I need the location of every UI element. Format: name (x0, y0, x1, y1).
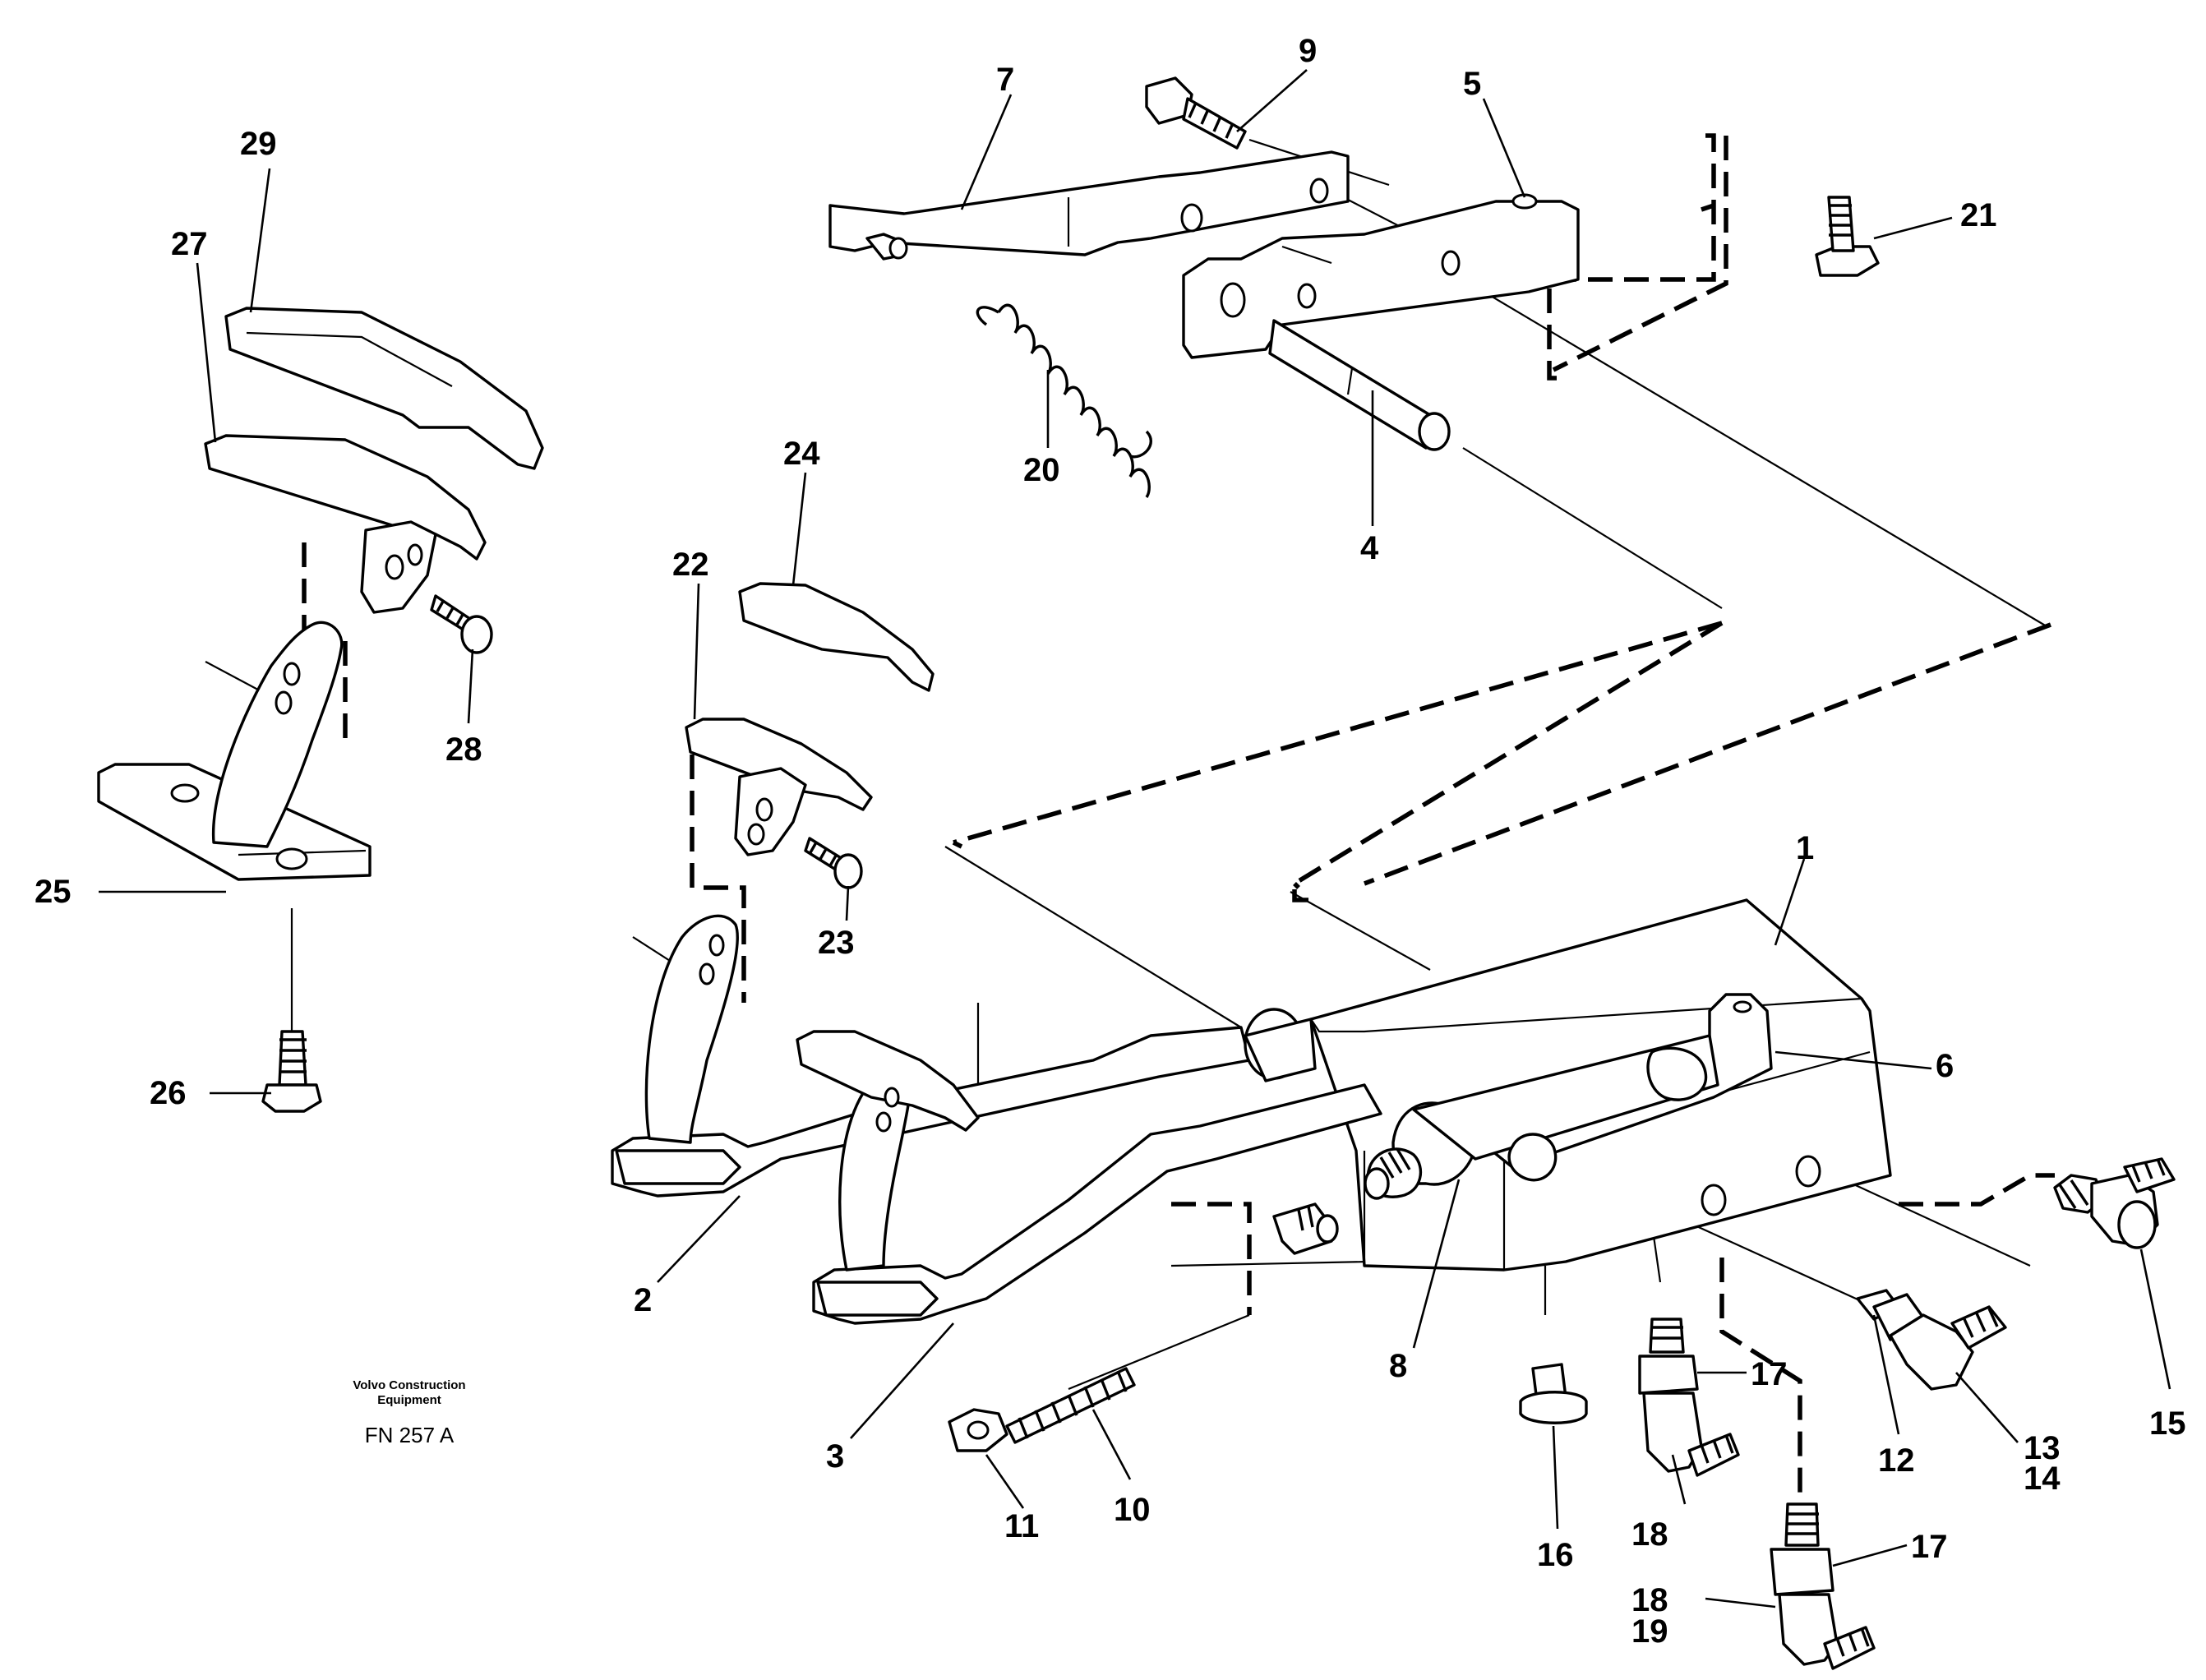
callout-10: 10 (1114, 1492, 1151, 1528)
callout-22: 22 (672, 547, 709, 583)
leader-27 (196, 262, 217, 443)
callout-16: 16 (1537, 1537, 1574, 1573)
dashed-tick (1293, 882, 1300, 889)
leader-2 (657, 1195, 741, 1283)
figure-code: FN 257 A (365, 1423, 455, 1447)
callout-7: 7 (996, 62, 1014, 98)
callout-14: 14 (2024, 1461, 2061, 1497)
part-3-pedal-arm (796, 1030, 1382, 1325)
callout-3: 3 (826, 1438, 844, 1475)
part-24-pad (738, 582, 935, 692)
callout-11: 11 (1004, 1508, 1039, 1544)
callout-19: 19 (1631, 1613, 1668, 1650)
callout-15: 15 (2149, 1405, 2186, 1442)
leader-3 (850, 1322, 954, 1439)
part-26-screw (261, 1030, 322, 1113)
callout-25: 25 (35, 874, 72, 910)
callout-9: 9 (1299, 33, 1317, 69)
callout-4: 4 (1360, 530, 1379, 566)
callout-5: 5 (1463, 66, 1481, 102)
part-28-screw (430, 594, 493, 654)
dashed-return-21 (1552, 136, 1728, 372)
leader-16 (1552, 1425, 1559, 1530)
leader-9 (1236, 69, 1308, 132)
leader-7 (960, 94, 1013, 210)
leader-13 (1955, 1372, 2019, 1443)
callout-6: 6 (1936, 1048, 1954, 1084)
publisher-line-2: Equipment (377, 1393, 441, 1407)
callout-26: 26 (150, 1075, 187, 1111)
leader-8 (1412, 1179, 1461, 1349)
part-5-bracket (1182, 193, 1580, 359)
leader-17-lower (1832, 1544, 1908, 1567)
leader-24 (791, 472, 807, 586)
dashed-line-17 (1719, 1258, 1802, 1504)
dashed-tick2 (952, 840, 963, 849)
leader-18-lower (1705, 1597, 1776, 1608)
assembly-dashed-lines (302, 133, 2055, 1504)
part-23-screw (804, 837, 863, 889)
leader-18-upper (1671, 1454, 1687, 1505)
leader-11 (985, 1454, 1025, 1509)
publisher-line-1: Volvo Construction (353, 1378, 465, 1392)
dashed-line-10 (1171, 1202, 1252, 1315)
callout-8: 8 (1389, 1348, 1407, 1384)
leader-15 (2139, 1248, 2171, 1390)
callout-labels: 1 2 3 4 5 6 7 8 9 10 11 12 13 14 15 16 1… (35, 33, 2186, 1650)
leader-5 (1482, 98, 1526, 198)
leader-29 (249, 168, 271, 313)
leader-10 (1091, 1409, 1132, 1480)
callout-29: 29 (240, 126, 277, 162)
part-15-fitting (2053, 1157, 2176, 1249)
dashed-stub-21 (1701, 203, 1714, 212)
callout-17-lower: 17 (1911, 1529, 1948, 1565)
part-16-plug (1519, 1363, 1588, 1424)
part-10-spring (1005, 1367, 1136, 1444)
callout-24: 24 (783, 436, 820, 472)
callout-28: 28 (445, 732, 482, 768)
part-29-pad (224, 307, 544, 470)
part-17-18-19-lower-fitting (1770, 1502, 1876, 1670)
callout-17-upper: 17 (1751, 1356, 1788, 1392)
dashed-line-6 (1292, 621, 1724, 902)
part-17-18-upper-fitting (1638, 1318, 1740, 1477)
part-7-lever-arm (828, 150, 1350, 261)
part-21-screw (1815, 196, 1880, 277)
part-22-pedal-pad (685, 718, 873, 856)
callout-23: 23 (818, 925, 855, 961)
callout-1: 1 (1796, 830, 1814, 866)
leader-6 (1774, 1050, 1932, 1070)
leader-21 (1873, 216, 1953, 240)
callout-18-upper: 18 (1631, 1516, 1668, 1553)
dashed-line-21 (1547, 133, 1716, 381)
dashed-line-pin (953, 621, 1723, 845)
part-4-pin (1268, 319, 1451, 451)
leader-lines (99, 69, 2171, 1608)
callout-20: 20 (1023, 452, 1060, 488)
part-9-bolt (1145, 76, 1247, 150)
dashed-line-4-to-1 (1364, 622, 2051, 886)
callout-27: 27 (171, 226, 208, 262)
part-12-13-14-fitting (1856, 1289, 2007, 1391)
part-20-spring (976, 303, 1152, 498)
callout-18-lower: 18 (1631, 1582, 1668, 1618)
leader-28 (467, 648, 474, 724)
part-25-base (97, 621, 372, 881)
drawing-caption: Volvo Construction Equipment FN 257 A (353, 1378, 465, 1447)
dashed-line-15 (1899, 1173, 2055, 1207)
part-8-cam-lever (1364, 1034, 1719, 1200)
leader-23 (845, 885, 850, 921)
leader-1 (1774, 858, 1806, 946)
callout-12: 12 (1878, 1442, 1915, 1479)
leader-12 (1872, 1314, 1900, 1435)
part-27-pedal-pad (204, 434, 487, 614)
leader-22 (693, 583, 700, 720)
callout-2: 2 (634, 1282, 652, 1318)
dashed-line-22 (690, 755, 746, 1003)
callout-13: 13 (2024, 1430, 2061, 1466)
part-11-nut (948, 1408, 1008, 1452)
callout-21: 21 (1960, 197, 1997, 233)
